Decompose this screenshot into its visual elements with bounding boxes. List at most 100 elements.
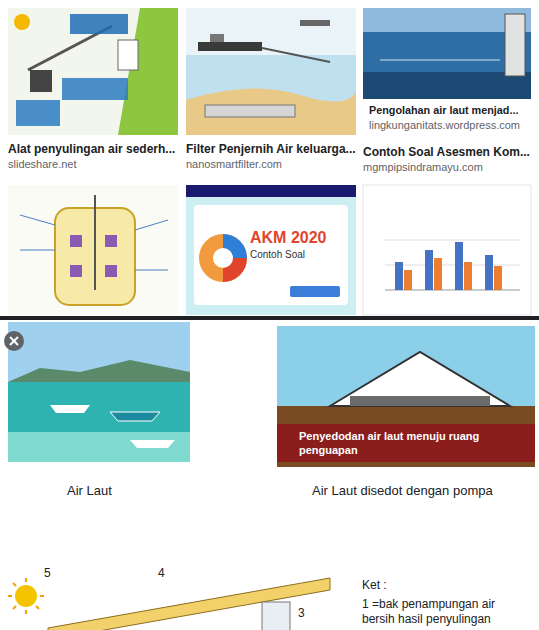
akm-thumbnail <box>290 286 340 297</box>
akm-thumbnail <box>194 205 348 305</box>
rice-chart-thumbnail <box>485 255 493 290</box>
solar-still-illustration <box>8 595 12 597</box>
sea-photo <box>50 405 90 413</box>
akm-thumbnail <box>186 185 356 315</box>
rice-chart-thumbnail <box>395 262 403 290</box>
fermenter-thumbnail <box>70 265 82 277</box>
callout-number: 3 <box>298 606 305 621</box>
rice-chart-thumbnail <box>385 265 520 266</box>
pump-illustration <box>277 326 535 406</box>
result-caption: Contoh Soal Asesmen Kom...mgmpipsindrama… <box>363 144 531 175</box>
source-text: nanosmartfilter.com <box>186 157 358 172</box>
distillation-thumbnail <box>8 8 178 135</box>
image-caption-band: Penyedodan air laut menuju ruang penguap… <box>277 424 535 462</box>
fermenter-thumbnail <box>105 235 117 247</box>
sea-photo <box>8 322 190 462</box>
pump-illustration <box>277 406 535 467</box>
image-label: Ket : <box>362 578 387 593</box>
water-filter-thumbnail <box>205 105 295 117</box>
sea-photo <box>110 412 160 421</box>
close-button <box>4 331 24 351</box>
rice-chart-thumbnail <box>363 185 531 315</box>
rice-chart-thumbnail <box>404 270 412 290</box>
result-caption-box: Pengolahan air laut menjad...lingkungani… <box>363 99 531 136</box>
seawater-thumbnail <box>363 8 531 100</box>
fermenter-thumbnail <box>105 265 117 277</box>
fermenter-thumbnail <box>135 270 168 271</box>
distillation-thumbnail <box>30 70 52 92</box>
solar-still-illustration <box>8 578 330 630</box>
rice-chart-thumbnail <box>464 262 472 290</box>
solar-still-illustration <box>13 606 16 609</box>
distillation-thumbnail <box>62 78 128 100</box>
akm-thumbnail <box>186 185 356 197</box>
akm-thumbnail <box>213 248 233 268</box>
seawater-thumbnail <box>380 60 500 61</box>
result-caption: Alat penyulingan air sederh...slideshare… <box>8 141 180 172</box>
result-caption: Filter Penjernih Air keluarga...nanosmar… <box>186 141 358 172</box>
caption-text: AKM 2020 <box>250 228 346 248</box>
distillation-thumbnail <box>118 40 138 70</box>
divider-bar <box>0 316 539 320</box>
water-filter-thumbnail <box>186 8 356 135</box>
fermenter-thumbnail <box>94 195 96 290</box>
fermenter-thumbnail <box>70 235 82 247</box>
sea-photo <box>8 432 190 462</box>
caption-text: Filter Penjernih Air keluarga... <box>186 141 358 157</box>
fermenter-thumbnail <box>135 220 168 230</box>
solar-still-illustration <box>25 610 27 614</box>
caption-text: Penyedodan air laut menuju ruang penguap… <box>299 429 513 457</box>
caption-text: Contoh Soal Asesmen Kom... <box>363 144 531 160</box>
image-label: Air Laut <box>67 483 112 498</box>
rice-chart-thumbnail <box>434 258 442 290</box>
distillation-thumbnail <box>14 14 30 30</box>
distillation-thumbnail <box>70 14 128 34</box>
rice-chart-thumbnail <box>425 250 433 290</box>
close-button <box>4 331 24 351</box>
source-text: slideshare.net <box>8 157 180 172</box>
distillation-thumbnail <box>16 100 60 126</box>
pump-illustration <box>277 326 535 467</box>
water-filter-thumbnail <box>186 89 356 135</box>
close-button <box>10 337 18 345</box>
source-text: Contoh Soal <box>250 248 346 261</box>
water-filter-thumbnail <box>186 55 356 135</box>
solar-still-illustration <box>262 602 290 630</box>
solar-still-illustration <box>25 578 27 582</box>
seawater-thumbnail <box>505 14 525 76</box>
solar-still-illustration <box>40 595 44 597</box>
water-filter-thumbnail <box>198 42 262 51</box>
rice-chart-thumbnail <box>363 185 531 315</box>
solar-still-illustration <box>36 606 39 609</box>
thumbnail-title: AKM 2020Contoh Soal <box>250 228 346 261</box>
callout-number: 5 <box>44 566 51 581</box>
water-filter-thumbnail <box>300 20 330 26</box>
water-filter-thumbnail <box>210 34 224 42</box>
water-filter-thumbnail <box>186 8 356 135</box>
solar-still-illustration <box>8 578 44 614</box>
sea-photo <box>8 382 190 432</box>
pump-illustration <box>330 352 510 406</box>
caption-text: Alat penyulingan air sederh... <box>8 141 180 157</box>
akm-thumbnail <box>186 185 356 315</box>
distillation-thumbnail <box>8 8 178 135</box>
source-text: mgmpipsindramayu.com <box>363 160 531 175</box>
fermenter-thumbnail <box>8 185 178 315</box>
sea-photo <box>8 360 190 384</box>
callout-number: 4 <box>158 566 165 581</box>
rice-chart-thumbnail <box>494 266 502 290</box>
fermenter-thumbnail <box>8 185 178 315</box>
image-label: Air Laut disedot dengan pompa <box>312 483 493 498</box>
source-text: lingkunganitats.wordpress.com <box>369 118 525 133</box>
fermenter-thumbnail <box>20 215 55 225</box>
image-label: 1 =bak penampungan air bersih hasil peny… <box>362 597 530 627</box>
solar-still-illustration <box>15 585 37 607</box>
rice-chart-thumbnail <box>385 240 520 241</box>
solar-still-illustration <box>48 578 330 630</box>
water-filter-thumbnail <box>262 48 330 62</box>
close-button <box>10 337 18 345</box>
akm-thumbnail <box>199 234 247 282</box>
solar-still-illustration <box>13 583 16 586</box>
